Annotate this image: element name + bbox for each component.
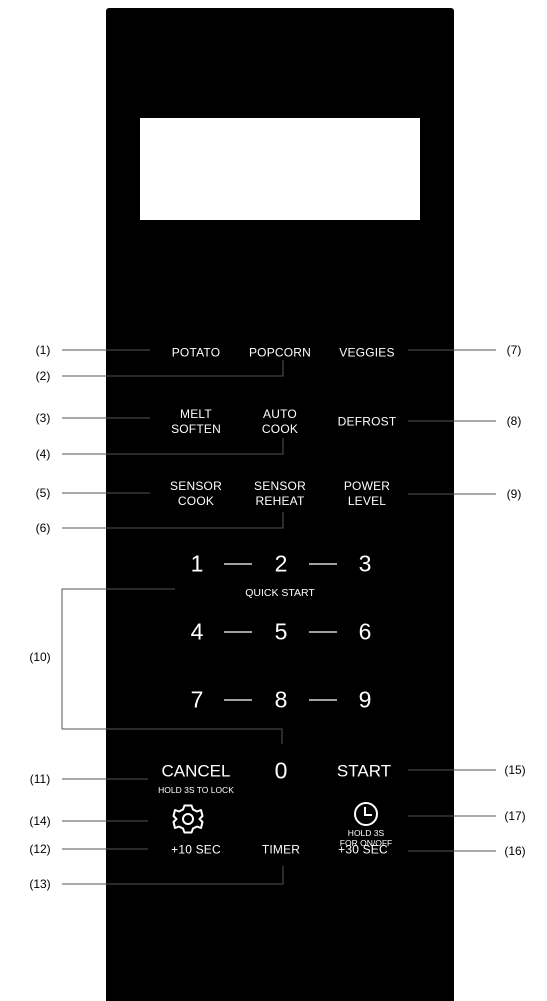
callout-5: (5) xyxy=(35,486,51,500)
digit-1-button[interactable]: 1 xyxy=(190,550,204,577)
callout-13: (13) xyxy=(29,877,51,891)
callout-4: (4) xyxy=(35,447,51,461)
digit-6-button[interactable]: 6 xyxy=(358,618,372,645)
digit-4-button[interactable]: 4 xyxy=(190,618,204,645)
plus-10-sec-button[interactable]: +10 SEC xyxy=(171,842,221,857)
melt-soften-label-2: SOFTEN xyxy=(171,422,221,436)
clock-hold-hint-2: FOR ON/OFF xyxy=(339,838,393,848)
callout-1: (1) xyxy=(35,343,51,357)
callout-10: (10) xyxy=(29,650,51,664)
leader-line-4 xyxy=(62,438,284,455)
sensor-reheat-button[interactable]: SENSOR REHEAT xyxy=(254,479,306,509)
clock-icon[interactable] xyxy=(353,801,379,827)
clock-hold-hint-1: HOLD 3S xyxy=(347,828,385,839)
defrost-button[interactable]: DEFROST xyxy=(337,414,397,429)
clock-hold-hint: HOLD 3S FOR ON/OFF xyxy=(339,828,393,849)
cancel-hold-hint: HOLD 3S TO LOCK xyxy=(158,785,234,795)
leader-line-10 xyxy=(61,588,283,744)
auto-cook-label-2: COOK xyxy=(261,422,299,436)
callout-6: (6) xyxy=(35,521,51,535)
leader-line-6 xyxy=(62,512,284,529)
cancel-button[interactable]: CANCEL xyxy=(161,761,231,781)
digit-3-button[interactable]: 3 xyxy=(358,550,372,577)
digit-7-button[interactable]: 7 xyxy=(190,686,204,713)
callout-11: (11) xyxy=(29,772,51,786)
power-level-button[interactable]: POWER LEVEL xyxy=(344,479,390,509)
popcorn-button[interactable]: POPCORN xyxy=(248,345,312,360)
callout-16: (16) xyxy=(504,844,526,858)
auto-cook-label-1: AUTO xyxy=(263,407,297,421)
leader-line-13 xyxy=(62,866,284,885)
power-level-label-2: LEVEL xyxy=(347,494,387,508)
sensor-cook-button[interactable]: SENSOR COOK xyxy=(170,479,222,509)
callout-2: (2) xyxy=(35,369,51,383)
sensor-cook-label-2: COOK xyxy=(177,494,215,508)
timer-button[interactable]: TIMER xyxy=(261,842,301,857)
gear-icon[interactable] xyxy=(171,802,205,836)
digit-0-button[interactable]: 0 xyxy=(274,757,288,784)
display-window xyxy=(140,118,420,220)
callout-15: (15) xyxy=(504,763,526,777)
leader-line-2 xyxy=(62,360,284,377)
callout-14: (14) xyxy=(29,814,51,828)
callout-17: (17) xyxy=(504,809,526,823)
sensor-cook-label-1: SENSOR xyxy=(170,479,222,493)
digit-8-button[interactable]: 8 xyxy=(274,686,288,713)
start-button[interactable]: START xyxy=(336,761,392,781)
quick-start-label: QUICK START xyxy=(245,587,315,599)
sensor-reheat-label-1: SENSOR xyxy=(254,479,306,493)
sensor-reheat-label-2: REHEAT xyxy=(255,494,305,508)
callout-7: (7) xyxy=(506,343,522,357)
digit-2-button[interactable]: 2 xyxy=(274,550,288,577)
plus-30-sec-button[interactable]: +30 SEC xyxy=(338,842,388,857)
melt-soften-label-1: MELT xyxy=(180,407,212,421)
callout-3: (3) xyxy=(35,411,51,425)
callout-8: (8) xyxy=(506,414,522,428)
digit-9-button[interactable]: 9 xyxy=(358,686,372,713)
callout-12: (12) xyxy=(29,842,51,856)
digit-5-button[interactable]: 5 xyxy=(274,618,288,645)
digit-separators xyxy=(224,563,337,701)
potato-button[interactable]: POTATO xyxy=(171,345,221,360)
auto-cook-button[interactable]: AUTO COOK xyxy=(262,407,298,437)
veggies-button[interactable]: VEGGIES xyxy=(339,345,395,360)
melt-soften-button[interactable]: MELT SOFTEN xyxy=(171,407,221,437)
callout-9: (9) xyxy=(506,487,522,501)
power-level-label-1: POWER xyxy=(343,479,391,493)
